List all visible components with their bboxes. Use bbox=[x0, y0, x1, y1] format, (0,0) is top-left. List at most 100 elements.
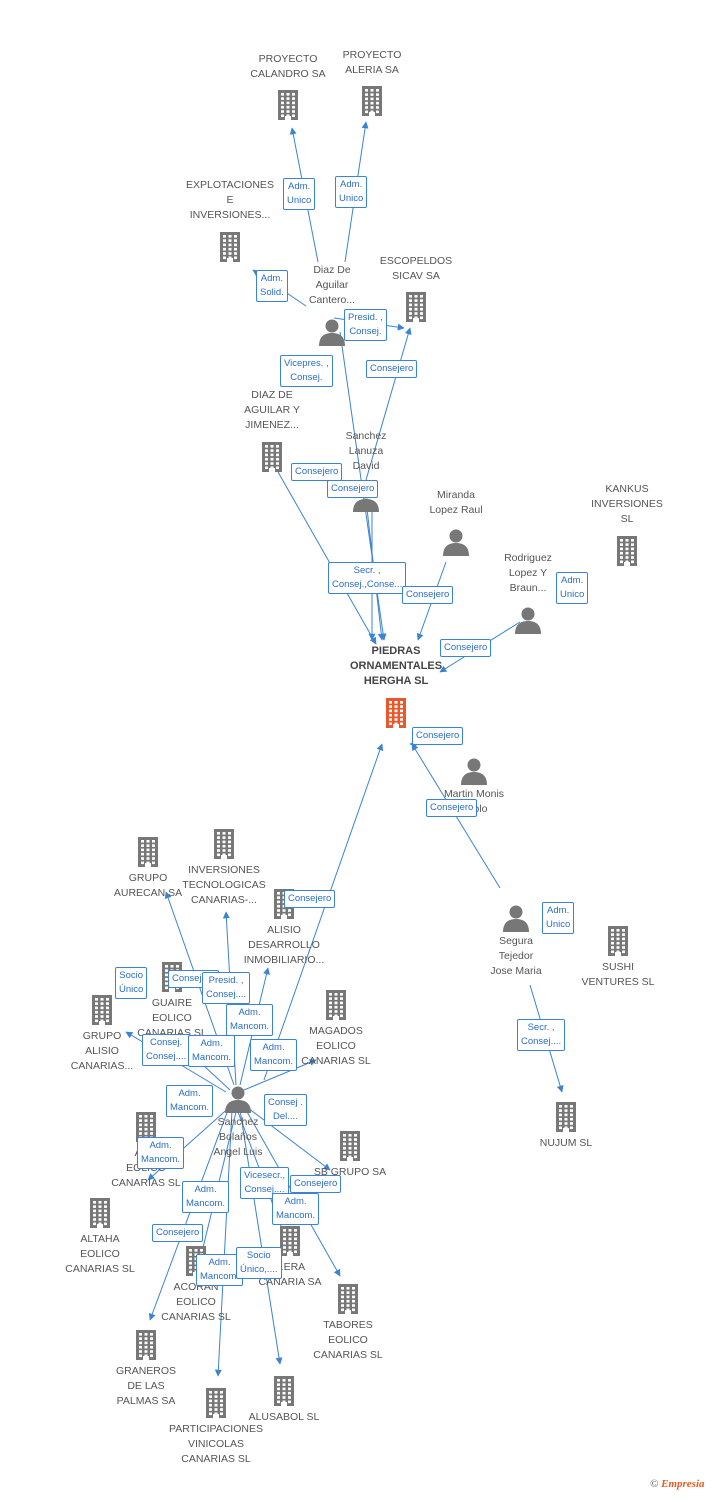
relation-tag[interactable]: Consejero bbox=[284, 890, 336, 908]
relation-tag[interactable]: Adm.Mancom. bbox=[226, 1004, 274, 1036]
company-name[interactable]: ALUSABOL SL bbox=[224, 1410, 344, 1425]
relation-tag[interactable]: Vicepres. ,Consej. bbox=[280, 355, 333, 387]
empresia-logo[interactable]: © Empresia bbox=[650, 1478, 705, 1490]
label-line: PARTICIPACIONES bbox=[169, 1423, 263, 1435]
relation-tag[interactable]: Consejero bbox=[440, 639, 492, 657]
building-icon bbox=[312, 84, 432, 116]
label-line: Lopez Raul bbox=[429, 504, 483, 516]
company-node-alusabol[interactable]: ALUSABOL SL bbox=[224, 1374, 344, 1425]
relation-tag[interactable]: Consejero bbox=[366, 360, 418, 378]
relation-tag[interactable]: Adm.Unico bbox=[542, 902, 575, 934]
relation-tag[interactable]: Adm.Solid. bbox=[256, 270, 288, 302]
relation-tag[interactable]: Consejero bbox=[290, 1175, 342, 1193]
relation-tag[interactable]: Presid. ,Consej. bbox=[344, 309, 387, 341]
relation-tag[interactable]: Consejero bbox=[426, 799, 478, 817]
relation-tag[interactable]: Secr. ,Consej.... bbox=[517, 1019, 566, 1051]
relation-tag-line: Adm. bbox=[284, 1196, 307, 1207]
relation-tag-line: Consej.... bbox=[146, 1051, 187, 1062]
relation-tag[interactable]: Adm.Unico bbox=[283, 178, 316, 210]
company-name[interactable]: NUJUM SL bbox=[506, 1136, 626, 1151]
label-line: Sanchez bbox=[217, 1116, 259, 1128]
relation-tag-line: Mancom. bbox=[186, 1198, 226, 1209]
relation-tag[interactable]: Adm.Mancom. bbox=[250, 1039, 298, 1071]
relation-tag-line: Vicesecr., bbox=[244, 1170, 286, 1181]
relation-tag[interactable]: Consejero bbox=[152, 1224, 204, 1242]
relation-tag[interactable]: Adm.Mancom. bbox=[182, 1181, 230, 1213]
relation-tag[interactable]: Consej .Del.... bbox=[264, 1094, 307, 1126]
relation-tag[interactable]: Adm.Mancom. bbox=[166, 1085, 214, 1117]
company-node-sbgrupo[interactable]: SB GRUPO SA bbox=[290, 1129, 410, 1180]
building-icon bbox=[230, 1224, 350, 1256]
relation-tag[interactable]: Consej.Consej.... bbox=[142, 1034, 191, 1066]
relation-tag[interactable]: Consejero bbox=[402, 586, 454, 604]
relation-tag[interactable]: Consejero bbox=[291, 463, 343, 481]
company-node-nujum[interactable]: NUJUM SL bbox=[506, 1100, 626, 1151]
relation-tag[interactable]: Consejero bbox=[327, 480, 379, 498]
label-line: INMOBILIARIO... bbox=[243, 954, 325, 966]
label-line: INVERSIONES bbox=[188, 864, 260, 876]
relation-tag[interactable]: Secr. ,Consej.,Conse... bbox=[328, 562, 407, 594]
relation-tag[interactable]: Adm.Unico bbox=[556, 572, 589, 604]
relation-tag[interactable]: Adm.Mancom. bbox=[188, 1035, 236, 1067]
label-line: Cantero... bbox=[308, 294, 356, 306]
label-line: Diaz De bbox=[313, 264, 351, 276]
relation-tag[interactable]: Presid. ,Consej.... bbox=[202, 972, 251, 1004]
relation-tag[interactable]: Consejero bbox=[412, 727, 464, 745]
label-line: CANARIAS SL bbox=[65, 1263, 135, 1275]
relation-tag[interactable]: Adm.Mancom. bbox=[272, 1193, 320, 1225]
label-line: PALMAS SA bbox=[116, 1395, 176, 1407]
relation-tag[interactable]: Vicesecr.,Consej.... bbox=[240, 1167, 290, 1199]
relation-tag[interactable]: Adm.Mancom. bbox=[137, 1137, 185, 1169]
relation-tag[interactable]: Adm.Unico bbox=[335, 176, 368, 208]
